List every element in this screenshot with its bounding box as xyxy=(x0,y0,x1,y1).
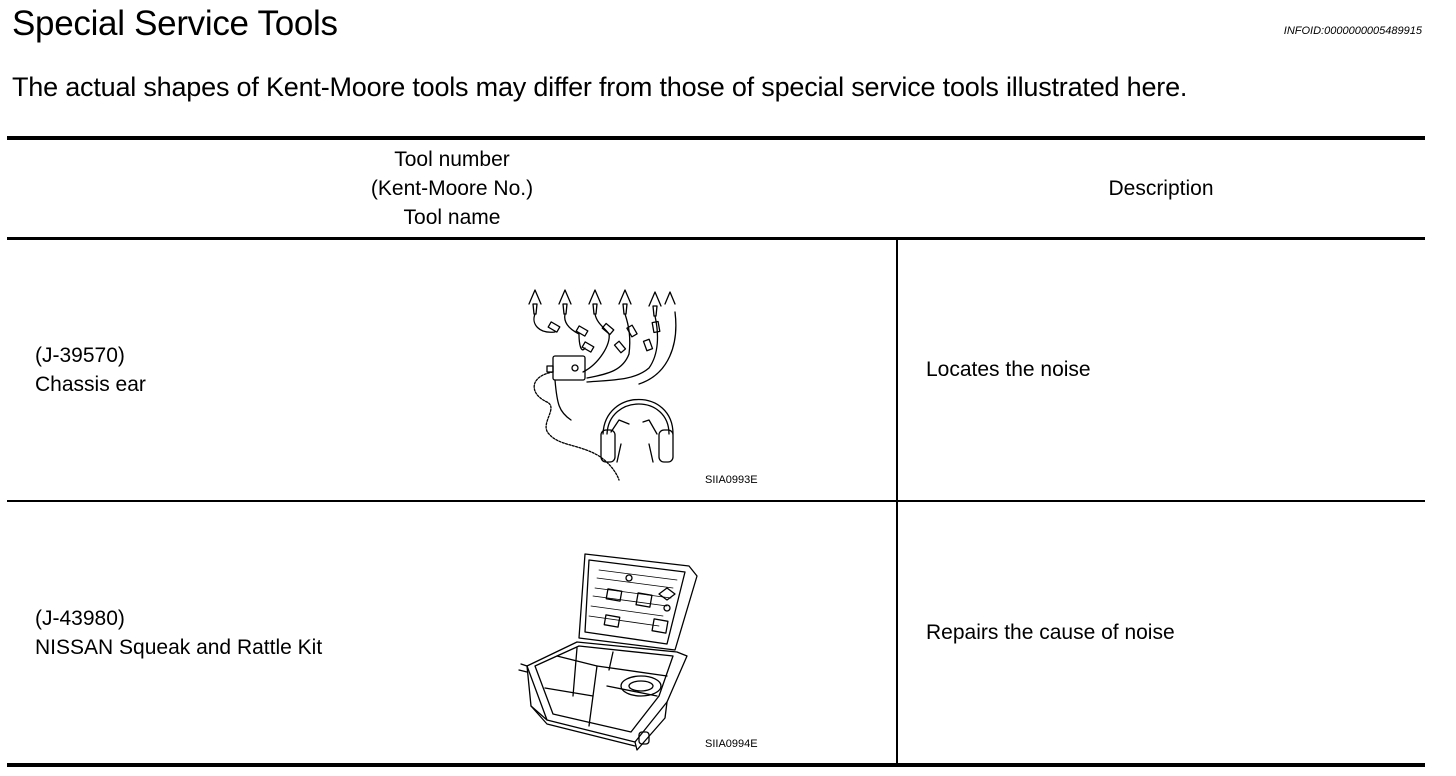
figure-code: SIIA0994E xyxy=(705,738,758,750)
toolbox-lid-icon xyxy=(578,553,698,651)
table-header-row: Tool number (Kent-Moore No.) Tool name D… xyxy=(7,136,1425,240)
header-kent-moore-no: (Kent-Moore No.) xyxy=(370,177,534,200)
figure-code: SIIA0993E xyxy=(705,474,758,486)
description-cell: Repairs the cause of noise xyxy=(897,501,1425,767)
open-toolbox-kit-illustration xyxy=(518,553,698,751)
tool-number: (J-43980) xyxy=(35,606,125,630)
tool-description: Repairs the cause of noise xyxy=(926,620,1175,644)
table-row: (J-43980) NISSAN Squeak and Rattle Kit xyxy=(7,501,1425,767)
intro-text: The actual shapes of Kent-Moore tools ma… xyxy=(12,72,1188,102)
tool-cell: (J-43980) NISSAN Squeak and Rattle Kit xyxy=(7,501,898,767)
page-title: Special Service Tools xyxy=(12,4,338,43)
tool-number: (J-39570) xyxy=(35,344,125,367)
column-header-description: Description xyxy=(897,136,1425,240)
table-row: (J-39570) Chassis ear xyxy=(7,238,1425,502)
tool-text: (J-43980) NISSAN Squeak and Rattle Kit xyxy=(35,604,335,662)
column-header-tool: Tool number (Kent-Moore No.) Tool name xyxy=(7,136,897,240)
tool-text: (J-39570) Chassis ear xyxy=(35,341,335,399)
special-service-tools-table: Tool number (Kent-Moore No.) Tool name D… xyxy=(7,136,1425,767)
header-tool-name: Tool name xyxy=(403,206,501,229)
alligator-clip-icon xyxy=(528,289,676,317)
chassis-ear-headphones-clips-illustration xyxy=(528,289,677,481)
tool-description: Locates the noise xyxy=(926,358,1091,381)
tool-cell: (J-39570) Chassis ear xyxy=(7,238,898,502)
header-tool-number: Tool number xyxy=(394,148,510,171)
tool-name: NISSAN Squeak and Rattle Kit xyxy=(35,635,323,659)
tool-name: Chassis ear xyxy=(35,373,146,396)
description-cell: Locates the noise xyxy=(897,238,1425,502)
headphones-icon xyxy=(600,399,674,463)
info-id: INFOID:0000000005489915 xyxy=(1283,25,1422,37)
toolbox-base-icon xyxy=(518,641,688,751)
